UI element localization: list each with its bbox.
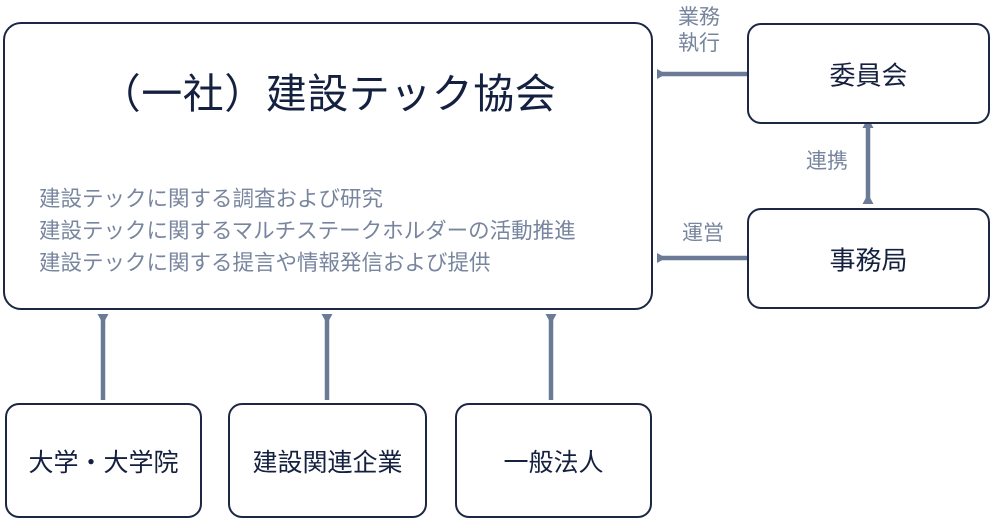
association-activities: 建設テックに関する調査および研究 建設テックに関するマルチステークホルダーの活動…	[39, 184, 576, 280]
edge-label-renkei: 連携	[806, 149, 848, 173]
edge-label-unei: 運営	[682, 221, 724, 245]
corporation-label: 一般法人	[503, 447, 604, 477]
node-committee[interactable]: 委員会	[747, 23, 990, 124]
secretariat-label: 事務局	[829, 246, 908, 276]
activity-item-1: 建設テックに関する調査および研究	[39, 187, 384, 212]
node-association[interactable]: （一社）建設テック協会 建設テックに関する調査および研究 建設テックに関するマル…	[3, 22, 653, 310]
node-university[interactable]: 大学・大学院	[5, 403, 202, 518]
node-corporation[interactable]: 一般法人	[455, 403, 652, 518]
node-secretariat[interactable]: 事務局	[747, 208, 990, 309]
edge-label-line-2: 執行	[678, 31, 720, 55]
activity-item-3: 建設テックに関する提言や情報発信および提供	[39, 251, 491, 276]
activity-item-2: 建設テックに関するマルチステークホルダーの活動推進	[39, 219, 576, 244]
company-label: 建設関連企業	[252, 447, 403, 477]
edge-label-gyomu-shikkou: 業務 執行	[668, 4, 730, 56]
committee-label: 委員会	[829, 61, 908, 91]
node-company[interactable]: 建設関連企業	[228, 403, 427, 518]
edge-label-line-1: 業務	[678, 5, 720, 29]
university-label: 大学・大学院	[28, 447, 179, 477]
association-title: （一社）建設テック協会	[99, 70, 557, 118]
